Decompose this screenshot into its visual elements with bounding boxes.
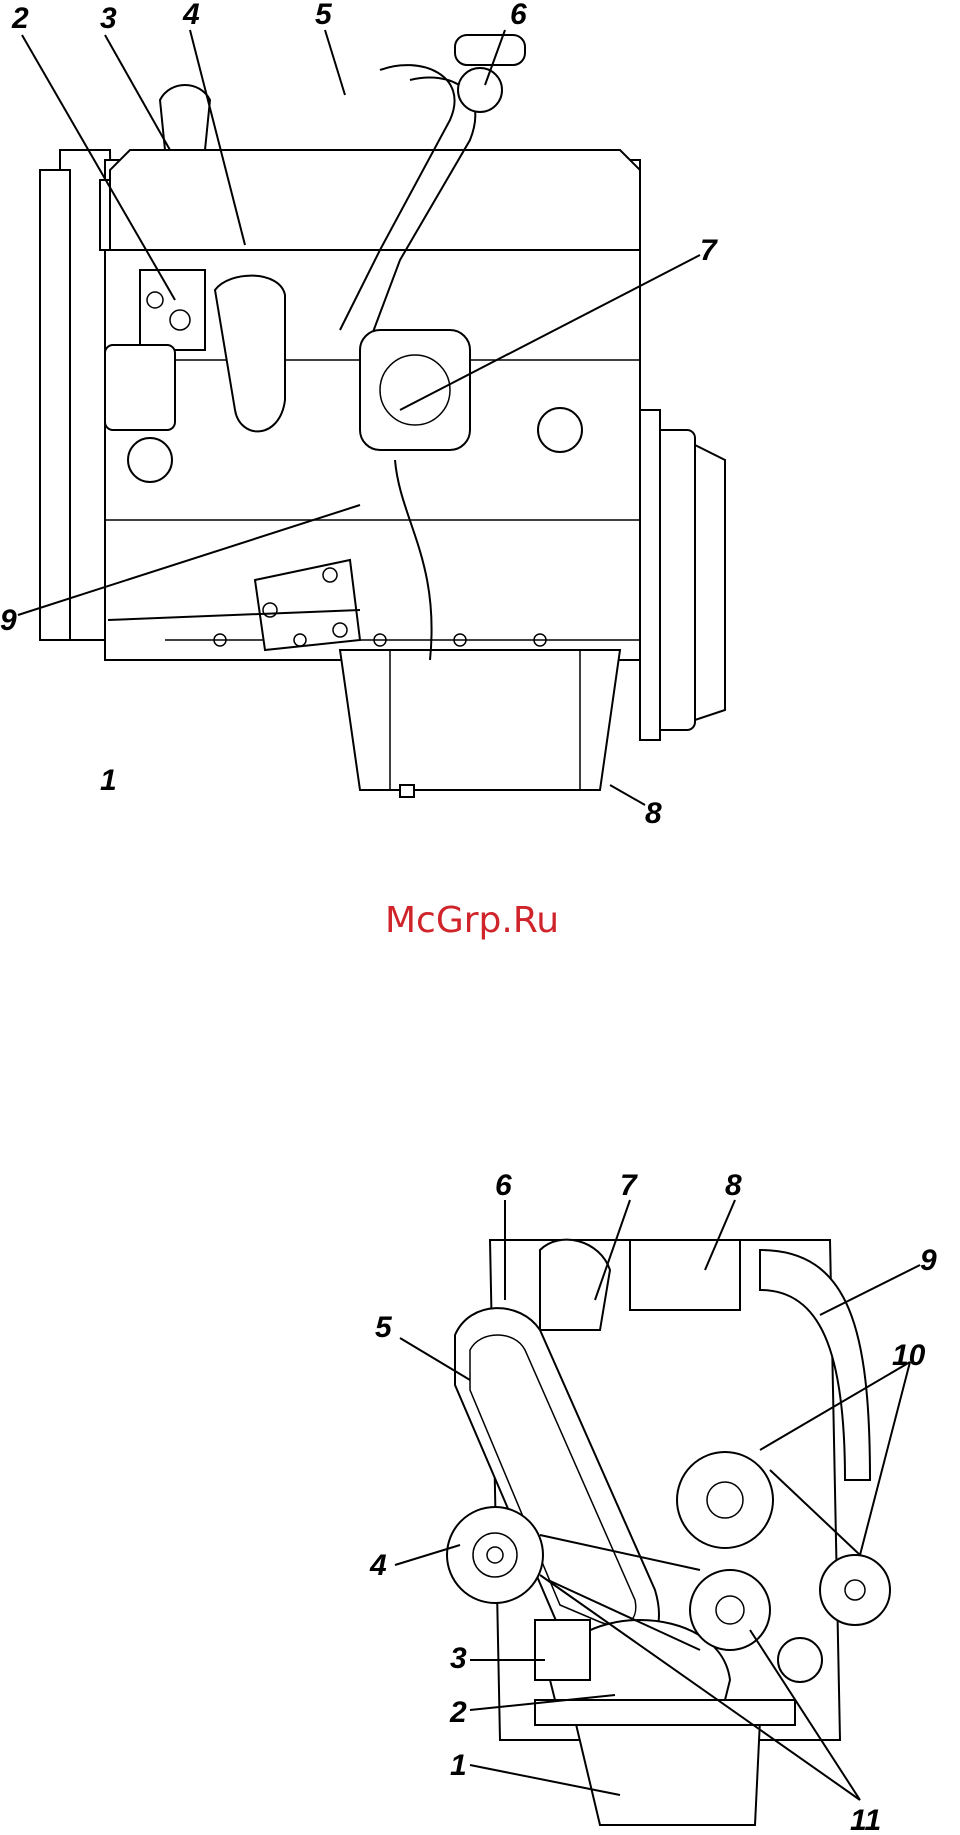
- engine-front-view: [447, 1240, 890, 1825]
- flywheel-rim: [40, 170, 70, 640]
- watermark: McGrp.Ru: [385, 900, 559, 941]
- turbocharger: [360, 330, 470, 450]
- air-elbow: [458, 68, 502, 112]
- alternator: [447, 1507, 543, 1603]
- water-pump-pulley: [677, 1452, 773, 1548]
- bottom-callout-11: 11: [850, 1804, 881, 1835]
- bottom-callout-8: 8: [725, 1169, 742, 1202]
- bottom-callout-10: 10: [892, 1339, 926, 1372]
- bottom-callout-6: 6: [495, 1169, 512, 1202]
- top-callout-8: 8: [645, 797, 662, 830]
- drain-plug: [400, 785, 414, 797]
- bottom-callout-5: 5: [375, 1311, 393, 1344]
- front-cover: [695, 445, 725, 720]
- front-plate: [640, 410, 660, 740]
- bottom-callout-7: 7: [620, 1169, 638, 1202]
- top-callout-3: 3: [100, 2, 117, 35]
- tensioner-pulley: [690, 1570, 770, 1650]
- engine-side-view: [40, 35, 725, 797]
- top-callout-5: 5: [315, 0, 333, 31]
- oil-pan: [340, 650, 620, 790]
- starter: [105, 345, 175, 430]
- top-callout-6: 6: [510, 0, 527, 31]
- pulley: [128, 438, 172, 482]
- bottom-callout-3: 3: [450, 1642, 467, 1675]
- top-callout-7: 7: [700, 234, 718, 267]
- top-callout-9: 9: [0, 604, 17, 637]
- top-callout-1: 1: [100, 764, 117, 797]
- bottom-callout-9: 9: [920, 1244, 937, 1277]
- bottom-callout-2: 2: [449, 1696, 467, 1729]
- bottom-callout-4: 4: [369, 1549, 387, 1582]
- bottom-callout-1: 1: [450, 1749, 467, 1782]
- fuel-pump: [535, 1620, 590, 1680]
- oil-pan-front: [575, 1720, 760, 1825]
- top-callout-4: 4: [182, 0, 200, 31]
- top-callout-2: 2: [11, 2, 29, 35]
- filler-cap: [160, 85, 210, 150]
- filter-housing: [140, 270, 205, 350]
- valve-cover: [110, 150, 640, 250]
- intake-manifold: [630, 1240, 740, 1310]
- idler-pulley: [820, 1555, 890, 1625]
- oil-pan-flange: [535, 1700, 795, 1725]
